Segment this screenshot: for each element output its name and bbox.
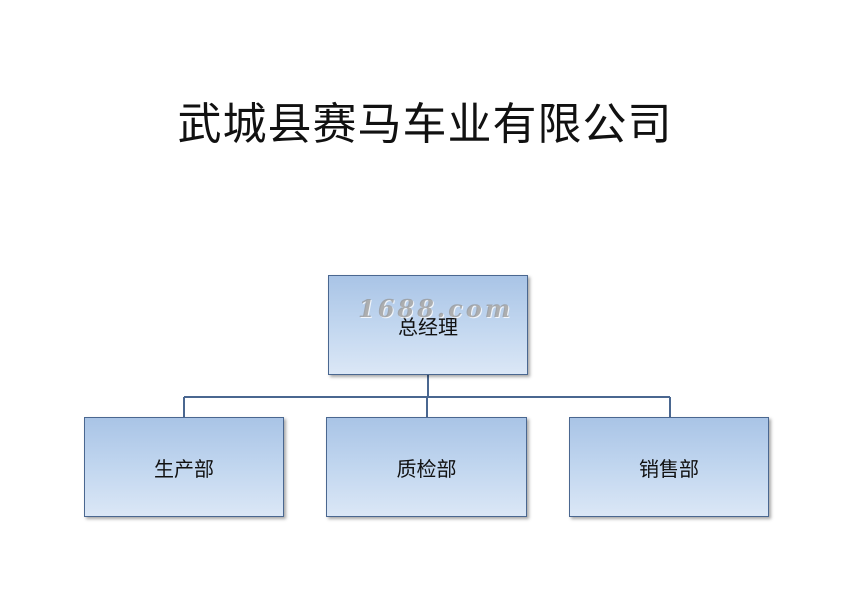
org-node-quality-dept: 质检部 bbox=[326, 417, 527, 517]
org-node-label: 销售部 bbox=[639, 456, 699, 481]
org-node-label: 生产部 bbox=[154, 456, 214, 481]
org-node-general-manager: 总经理 bbox=[328, 275, 528, 375]
org-node-sales-dept: 销售部 bbox=[569, 417, 769, 517]
page-title: 武城县赛马车业有限公司 bbox=[177, 99, 673, 150]
org-node-label: 总经理 bbox=[398, 314, 458, 339]
org-node-production-dept: 生产部 bbox=[84, 417, 284, 517]
org-node-label: 质检部 bbox=[396, 456, 457, 481]
